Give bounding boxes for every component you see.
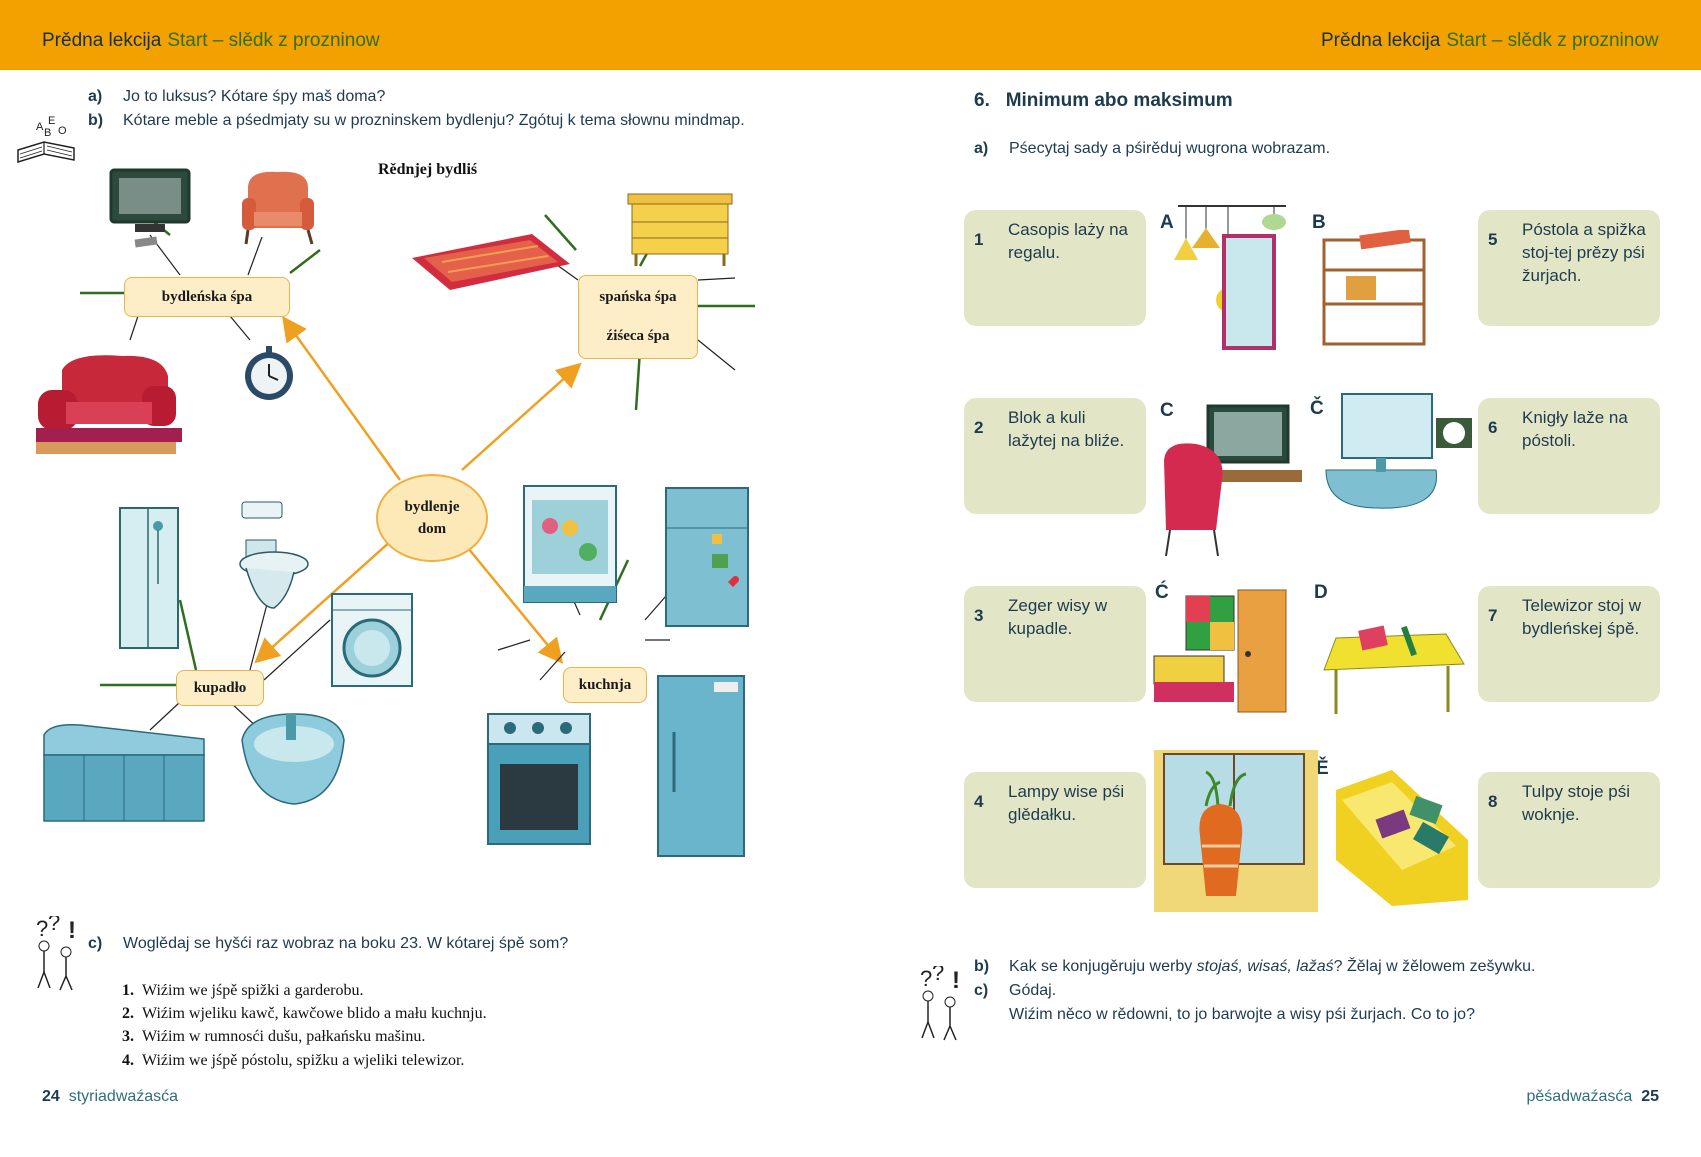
dresser-illustration: [627, 193, 733, 266]
svg-text:?: ?: [36, 916, 48, 941]
page-number: 24: [42, 1088, 60, 1105]
lesson-label: Prědna lekcija: [42, 30, 162, 51]
picture-a-lamps-mirror: [1174, 205, 1286, 350]
shower-illustration: [119, 507, 179, 649]
header-bar: [0, 0, 1701, 70]
footer-right: pěśadwaźasća 25: [1526, 1088, 1659, 1106]
picture-letter-b: B: [1312, 212, 1326, 233]
picture-e-caron-bed-books: [1336, 770, 1468, 906]
svg-text:A: A: [36, 121, 44, 133]
picture-letter-d: D: [1314, 582, 1328, 603]
book-abc-icon: A E B O: [17, 115, 75, 164]
tv-illustration: [109, 168, 191, 248]
task-b: b)Kótare meble a pśedmjaty su w proznins…: [88, 112, 745, 129]
picture-letter-c-caron: Č: [1310, 398, 1324, 419]
stove-illustration: [487, 713, 591, 845]
task-b-right: b)Kak se konjugěruju werby stojaś, wisaś…: [974, 958, 1536, 975]
picture-d-table: [1323, 625, 1465, 714]
picture-letter-e-caron: Ě: [1316, 758, 1329, 779]
sofa-illustration: [36, 355, 182, 454]
svg-text:?: ?: [920, 966, 932, 991]
svg-text:!: !: [68, 917, 76, 944]
page-number-word: styriadwaźasća: [68, 1088, 179, 1105]
lesson-subtitle: Start – slědk z prozninow: [167, 30, 380, 51]
svg-text:?: ?: [48, 916, 60, 935]
sentence-4: 4.Wiźim we jśpě póstolu, spižku a wjelik…: [122, 1052, 465, 1069]
mindmap-title: Rědnjej bydliś: [378, 161, 478, 178]
dishwasher-illustration: [523, 485, 617, 603]
bathtub-illustration: [43, 723, 205, 822]
task-c-right-riddle: Wiźim něco w rědowni, to jo barwojte a w…: [1009, 1006, 1475, 1023]
sentence-2: 2.Wiźim wjeliku kawč, kawčowe blido a ma…: [122, 1005, 487, 1022]
lesson-subtitle: Start – slědk z prozninow: [1446, 30, 1659, 51]
picture-letter-a: A: [1160, 212, 1174, 233]
armchair-illustration: [242, 171, 314, 245]
svg-text:B: B: [44, 127, 51, 139]
svg-text:O: O: [58, 125, 67, 137]
task-a: a)Jo to luksus? Kótare śpy maš doma?: [88, 88, 386, 105]
rug-illustration: [412, 234, 570, 290]
picture-letter-c-acute: Ć: [1155, 582, 1169, 603]
svg-text:?: ?: [932, 966, 944, 985]
question-figures-icon: ? ? !: [36, 916, 76, 991]
exercise-title: Minimum abo maksimum: [1005, 90, 1233, 111]
task-c-right: c)Gódaj.: [974, 982, 1057, 999]
picture-c-acute-bed-door: [1153, 589, 1287, 713]
sentence-1: 1.Wiźim we jśpě spižki a garderobu.: [122, 982, 364, 999]
mindmap-node-bathroom: kupadło: [176, 670, 264, 706]
page-number-word: pěśadwaźasća: [1526, 1088, 1633, 1105]
mindmap-node-bedroom: spańska śpa źiśeca śpa: [578, 275, 698, 359]
mindmap-node-kitchen: kuchnja: [563, 667, 647, 703]
fridge-illustration: [665, 487, 749, 627]
wall-clock-illustration: [245, 346, 293, 400]
mindmap-center-node: bydlenje dom: [376, 474, 488, 562]
mindmap-connectors: [80, 197, 755, 731]
exercise-heading: 6. Minimum abo maksimum: [974, 90, 1233, 112]
washing-machine-illustration: [331, 593, 413, 687]
lesson-label: Prědna lekcija: [1321, 30, 1441, 51]
task-a-right: a)Pśecytaj sady a pśirěduj wugrona wobra…: [974, 140, 1331, 157]
picture-letter-c: C: [1160, 400, 1174, 421]
svg-text:E: E: [48, 115, 55, 127]
exercise-number: 6.: [974, 90, 990, 111]
task-c: c)Woglědaj se hyšći raz wobraz na boku 2…: [88, 935, 569, 952]
question-figures-icon: ? ? !: [920, 966, 960, 1041]
sink-illustration: [241, 713, 345, 805]
page-number: 25: [1641, 1088, 1659, 1105]
footer-left: 24 styriadwaźasća: [42, 1088, 178, 1106]
sentence-3: 3.Wiźim w rumnosći dušu, pałkańsku mašin…: [122, 1028, 426, 1045]
svg-text:!: !: [952, 967, 960, 994]
picture-c-tv-armchair: [1164, 404, 1302, 557]
toilet-illustration: [239, 501, 309, 609]
picture-b-shelf-magazine: [1322, 230, 1426, 346]
tall-fridge-illustration: [657, 675, 745, 857]
picture-c-caron-bathroom: [1325, 393, 1472, 509]
picture-e-window-tulips: [1154, 750, 1318, 912]
mindmap-node-living-room: bydleńska śpa: [124, 277, 290, 317]
